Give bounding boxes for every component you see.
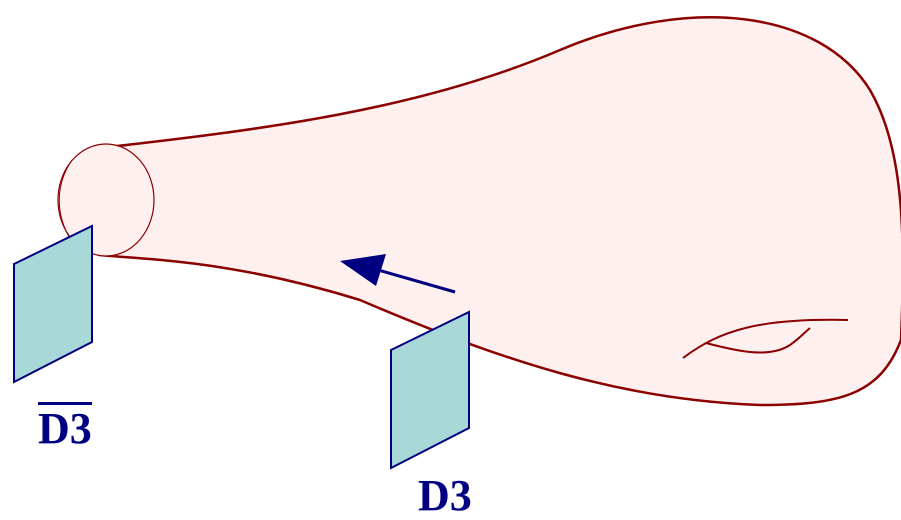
mouth-inner-curve	[58, 159, 73, 243]
motion-arrow-head	[340, 254, 386, 286]
mouth-ellipse	[57, 143, 155, 257]
motion-arrow-shaft	[377, 268, 456, 294]
d3-bar-label-text: D3	[38, 402, 92, 453]
handle-outer-curve	[682, 318, 849, 359]
handle-inner-curve	[705, 327, 811, 354]
d3-bar-label: D3	[38, 402, 92, 451]
d3-brane	[390, 310, 470, 470]
throat-surface	[98, 16, 901, 407]
d3-label: D3	[418, 471, 472, 520]
d3-bar-brane	[13, 224, 93, 384]
